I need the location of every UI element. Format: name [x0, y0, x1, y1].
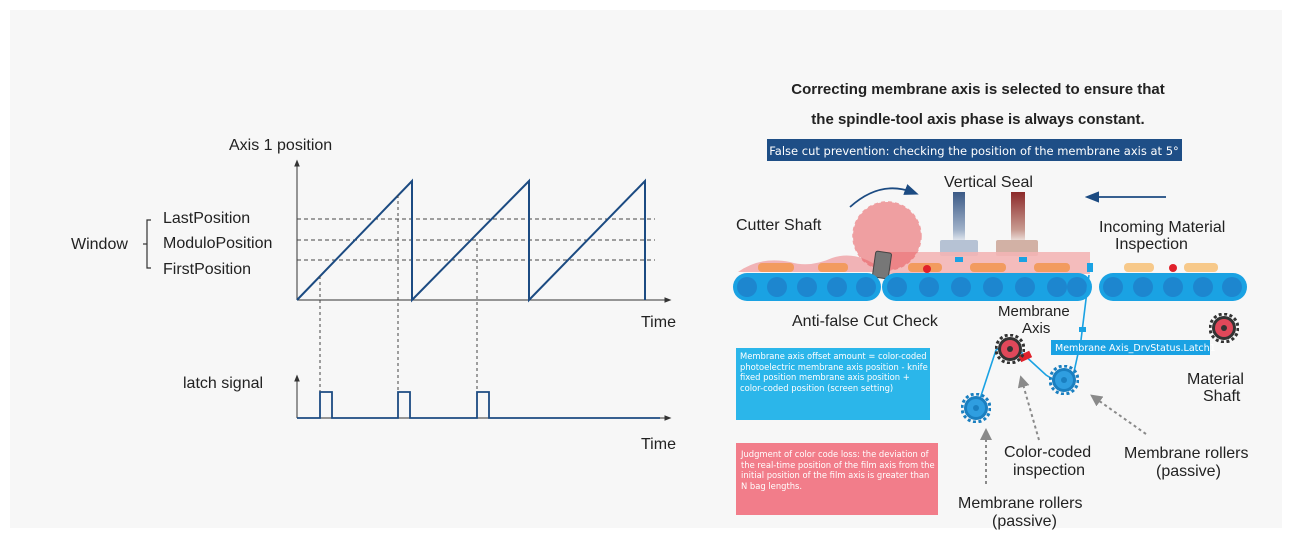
conveyor-left — [733, 273, 881, 301]
modulo-position-label: ModuloPosition — [163, 235, 272, 252]
rotation-arrow — [849, 184, 919, 208]
segment — [818, 263, 848, 272]
pointer-rollers-right — [1090, 394, 1147, 435]
rollers-bottom-label-1: Membrane rollers — [958, 495, 1082, 512]
position-timing-diagram: Axis 1 position Time Window LastPosition… — [71, 137, 676, 453]
window-bracket — [146, 219, 151, 269]
color-coded-label-2: inspection — [1013, 462, 1085, 479]
color-mark — [1169, 264, 1177, 272]
color-mark — [923, 265, 931, 273]
banner — [767, 139, 1182, 161]
last-position-label: LastPosition — [163, 210, 250, 227]
sensor-mark — [955, 257, 963, 262]
knife — [872, 250, 892, 280]
judgment-box: Judgment of color code loss: the deviati… — [736, 443, 938, 515]
title-line-1: Correcting membrane axis is selected to … — [791, 81, 1164, 98]
sensor-mark — [1019, 257, 1027, 262]
sensor-mark — [1087, 263, 1093, 272]
membrane-axis-label-1: Membrane — [998, 303, 1070, 320]
latch-signal-label: latch signal — [183, 375, 263, 392]
segment — [1184, 263, 1218, 272]
latch-tag — [1051, 340, 1210, 355]
rollers-right-label-1: Membrane rollers — [1124, 445, 1248, 462]
first-position-label: FirstPosition — [163, 261, 251, 278]
incoming-label-2: Inspection — [1115, 236, 1188, 253]
sensor-mark — [1079, 327, 1086, 332]
membrane-axis-label-2: Axis — [1022, 320, 1050, 337]
segment — [970, 263, 1006, 272]
segment — [758, 263, 794, 272]
incoming-label-1: Incoming Material — [1099, 219, 1225, 236]
latch-tag-text: Membrane Axis_DrvStatus.Latch1 — [1055, 343, 1216, 354]
offset-amount-text: Membrane axis offset amount = color-code… — [740, 351, 928, 393]
window-label: Window — [71, 236, 128, 253]
axis-title: Axis 1 position — [229, 137, 332, 154]
color-sensor — [1018, 350, 1033, 363]
membrane-roller-icon — [961, 393, 991, 423]
segment — [1124, 263, 1154, 272]
sawtooth-signal — [296, 178, 646, 303]
time-label-2: Time — [641, 436, 676, 453]
material-shaft-label-1: Material — [1187, 371, 1244, 388]
conveyor-middle — [882, 273, 1092, 301]
cutter-shaft-label: Cutter Shaft — [736, 217, 822, 234]
pointer-color-coded — [1017, 375, 1040, 441]
latch-pulses — [297, 391, 660, 419]
material-shaft-label-2: Shaft — [1203, 388, 1241, 405]
seal-blue-stem — [953, 192, 965, 242]
offset-amount-box: Membrane axis offset amount = color-code… — [736, 348, 930, 420]
cutter-shaft-circle — [852, 201, 922, 271]
color-coded-label-1: Color-coded — [1004, 444, 1091, 461]
banner-text: False cut prevention: checking the posit… — [769, 144, 1179, 158]
time-label: Time — [641, 314, 676, 331]
rollers-right-label-2: (passive) — [1156, 463, 1221, 480]
title-line-2: the spindle-tool axis phase is always co… — [811, 111, 1144, 128]
vertical-seal-label: Vertical Seal — [944, 174, 1033, 191]
rollers-bottom-label-2: (passive) — [992, 513, 1057, 530]
material-shaft-icon — [1209, 313, 1239, 343]
anti-false-label: Anti-false Cut Check — [792, 313, 939, 330]
membrane-axis-diagram: Correcting membrane axis is selected to … — [733, 81, 1248, 530]
judgment-text: Judgment of color code loss: the deviati… — [741, 449, 935, 491]
conveyor-right — [1099, 273, 1247, 301]
segment — [1034, 263, 1070, 272]
seal-red-stem — [1011, 192, 1025, 242]
